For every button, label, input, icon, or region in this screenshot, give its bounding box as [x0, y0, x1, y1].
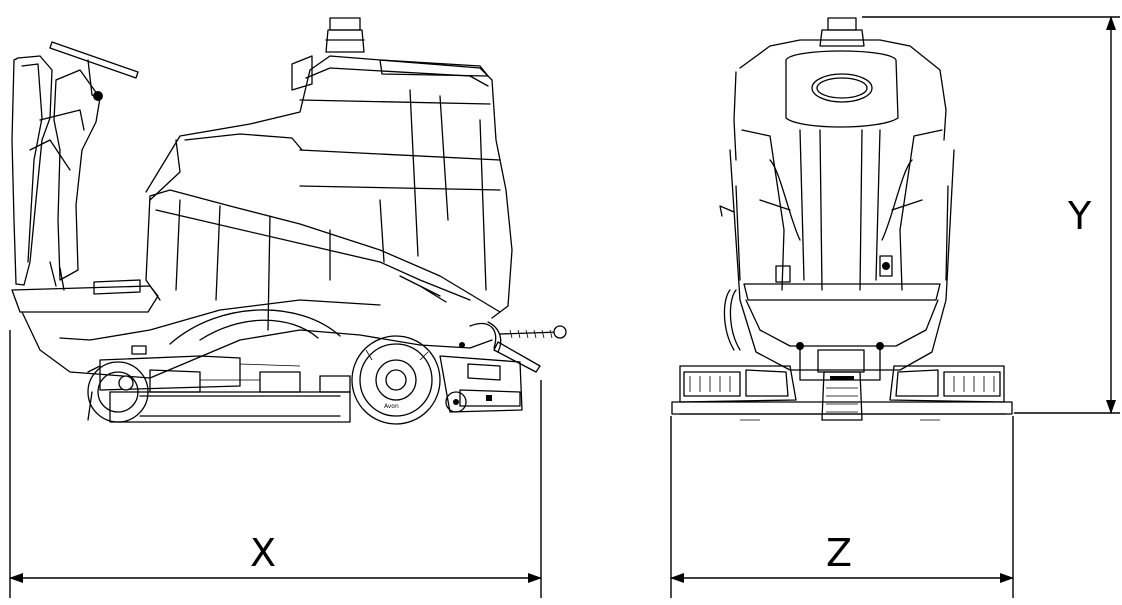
- dimension-x-label: X: [250, 531, 277, 575]
- front-view-machine: [671, 17, 1013, 421]
- dimension-y-label: Y: [1068, 194, 1092, 238]
- dimension-lines: [9, 15, 1120, 598]
- svg-text:Avon: Avon: [384, 403, 399, 410]
- side-view-machine: Avon: [11, 17, 567, 425]
- dimension-z-label: Z: [826, 531, 853, 575]
